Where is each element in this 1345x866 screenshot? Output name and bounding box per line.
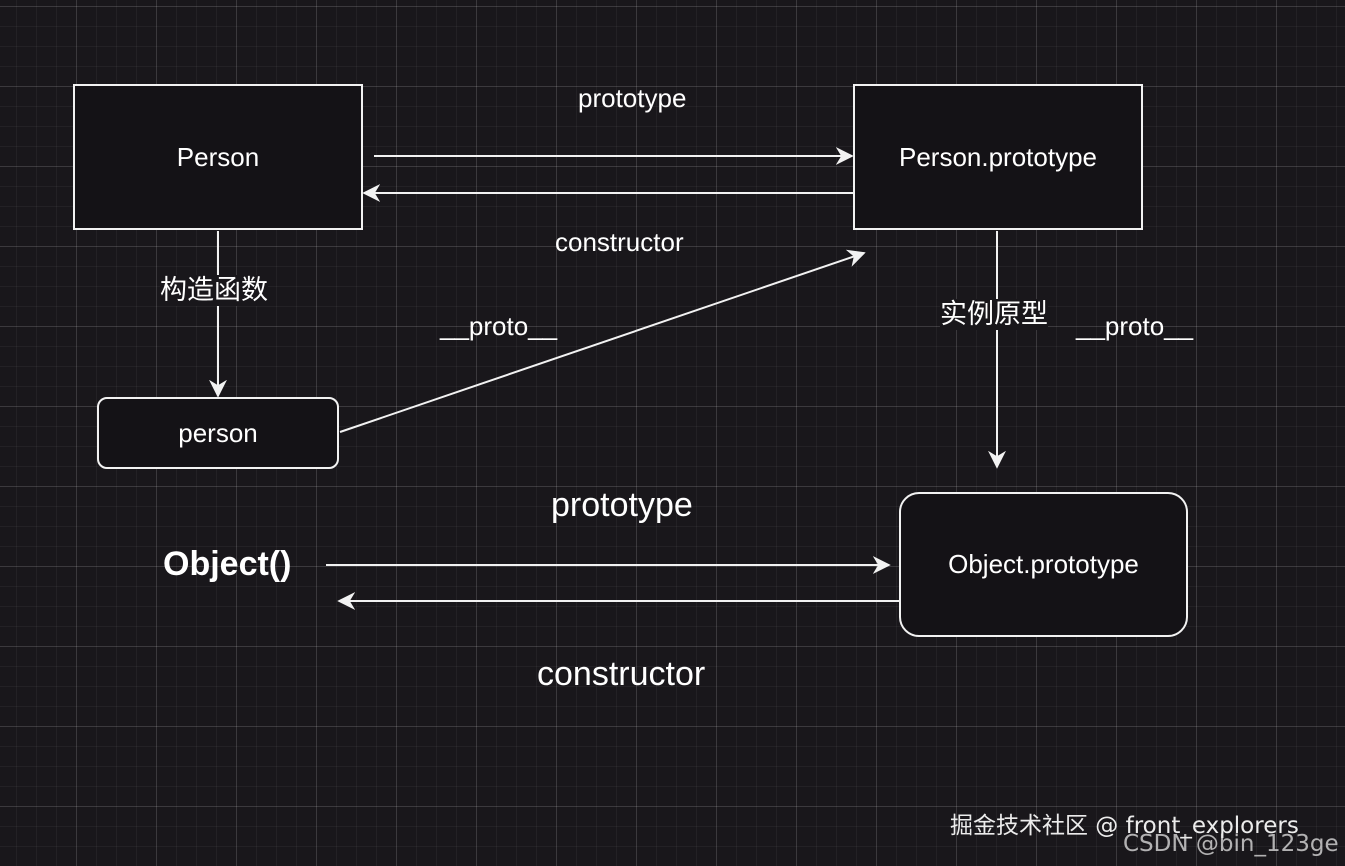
node-person-prototype-label: Person.prototype bbox=[898, 141, 1097, 172]
label-instance-prototype: 实例原型 bbox=[940, 299, 1048, 330]
label-proto-prototype: __proto__ bbox=[1076, 311, 1194, 341]
label-constructor-function: 构造函数 bbox=[160, 275, 268, 306]
node-object-prototype-label: Object.prototype bbox=[948, 549, 1139, 579]
watermark-csdn: CSDN @bin_123ge bbox=[1123, 831, 1339, 857]
node-person-instance[interactable]: person bbox=[97, 397, 339, 469]
node-person-constructor-label: Person bbox=[176, 141, 260, 172]
watermark-juejin: 掘金技术社区 @ front_explorers bbox=[950, 813, 1299, 839]
label-proto-instance: __proto__ bbox=[440, 311, 558, 341]
label-prototype-top: prototype bbox=[578, 83, 687, 113]
edge-instance-proto-to-prototype bbox=[339, 249, 866, 433]
node-person-instance-label: person bbox=[178, 417, 258, 448]
label-constructor-bottom: constructor bbox=[537, 655, 706, 693]
node-person-constructor[interactable]: Person bbox=[73, 84, 363, 230]
label-constructor-top: constructor bbox=[555, 227, 684, 257]
label-prototype-bottom: prototype bbox=[551, 486, 693, 524]
node-object-function[interactable]: Object() bbox=[163, 545, 292, 583]
node-person-prototype[interactable]: Person.prototype bbox=[853, 84, 1143, 230]
node-object-prototype[interactable]: Object.prototype bbox=[899, 492, 1188, 637]
